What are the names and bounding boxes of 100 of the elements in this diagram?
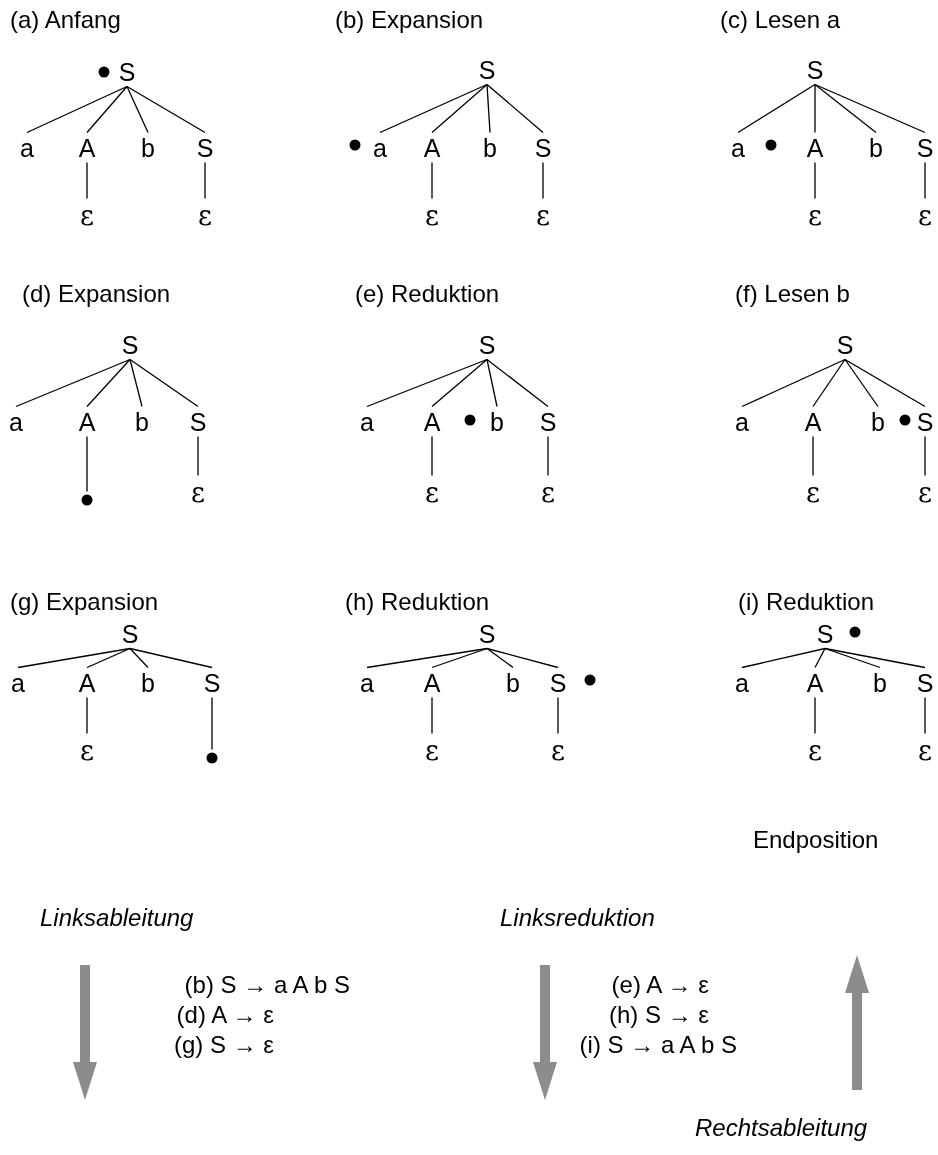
tree-node-symbol: ε bbox=[536, 201, 550, 229]
tree-node-symbol: A bbox=[423, 135, 441, 161]
tree-node-symbol: S bbox=[539, 409, 557, 435]
tree-branch-line bbox=[204, 161, 206, 200]
tree-branch-line bbox=[26, 85, 128, 134]
tree-branch-line bbox=[366, 647, 488, 669]
tree-node-symbol: A bbox=[78, 135, 96, 161]
tree-node-symbol: S bbox=[916, 670, 934, 696]
tree-branch-line bbox=[129, 647, 149, 669]
dot-marker bbox=[899, 414, 911, 426]
tree-branch-line bbox=[824, 647, 926, 669]
tree-branch-line bbox=[431, 161, 433, 200]
tree-node-symbol: b bbox=[869, 135, 883, 161]
tree-node-symbol: S bbox=[196, 135, 214, 161]
panel-title: (h) Reduktion bbox=[345, 590, 490, 614]
annotation: Endposition bbox=[753, 828, 879, 852]
tree-node-symbol: ε bbox=[198, 201, 212, 229]
tree-node-symbol: ε bbox=[551, 736, 565, 764]
tree-branch-line bbox=[126, 85, 149, 134]
tree-branch-line bbox=[814, 83, 816, 134]
tree-node-symbol: A bbox=[423, 409, 441, 435]
derivation-heading: Linksreduktion bbox=[500, 906, 655, 930]
tree-node-symbol: b bbox=[483, 135, 497, 161]
dot-marker bbox=[98, 66, 110, 78]
tree-node-symbol: b bbox=[506, 670, 520, 696]
tree-branch-line bbox=[17, 647, 131, 669]
tree-branch-line bbox=[844, 358, 926, 408]
panel-title: (b) Expansion bbox=[335, 8, 484, 32]
panel-title: (i) Reduktion bbox=[738, 590, 875, 614]
tree-branch-line bbox=[486, 647, 514, 669]
tree-branch-line bbox=[126, 85, 206, 134]
tree-node-symbol: S bbox=[916, 135, 934, 161]
derivation-heading: Linksableitung bbox=[40, 906, 194, 930]
tree-branch-line bbox=[844, 358, 879, 408]
tree-node-symbol: S bbox=[203, 670, 221, 696]
production-rule: (d) A → ε bbox=[176, 1003, 274, 1027]
tree-node-symbol: ε bbox=[80, 201, 94, 229]
tree-node-symbol: a bbox=[735, 670, 749, 696]
tree-node-symbol: a bbox=[731, 135, 745, 161]
production-rule: (b) S → a A b S bbox=[184, 973, 350, 997]
tree-branch-line bbox=[812, 358, 846, 408]
tree-node-symbol: S bbox=[916, 409, 934, 435]
tree-branch-line bbox=[86, 161, 88, 200]
tree-branch-line bbox=[486, 83, 544, 134]
tree-node-symbol: ε bbox=[425, 478, 439, 506]
tree-branch-line bbox=[431, 696, 433, 735]
production-rule: (i) S → a A b S bbox=[579, 1033, 737, 1057]
tree-node-symbol: S bbox=[189, 409, 207, 435]
tree-node-symbol: a bbox=[735, 409, 749, 435]
tree-node-symbol: ε bbox=[191, 478, 205, 506]
tree-branch-line bbox=[814, 696, 816, 735]
tree-node-symbol: ε bbox=[918, 478, 932, 506]
tree-branch-line bbox=[431, 647, 488, 669]
dot-marker bbox=[464, 414, 476, 426]
tree-branch-line bbox=[379, 83, 488, 134]
tree-node-symbol: b bbox=[873, 670, 887, 696]
tree-node-symbol: ε bbox=[918, 736, 932, 764]
tree-node-symbol: S bbox=[816, 621, 834, 647]
panel-title: (c) Lesen a bbox=[720, 8, 841, 32]
tree-branch-line bbox=[15, 358, 131, 408]
tree-node-symbol: ε bbox=[425, 736, 439, 764]
tree-branch-line bbox=[737, 83, 816, 134]
dot-marker bbox=[584, 674, 596, 686]
tree-branch-line bbox=[812, 435, 814, 477]
dot-marker bbox=[849, 626, 861, 638]
tree-node-symbol: a bbox=[20, 135, 34, 161]
tree-branch-line bbox=[814, 647, 826, 669]
tree-branch-line bbox=[486, 83, 491, 134]
tree-node-symbol: A bbox=[806, 670, 824, 696]
tree-node-symbol: S bbox=[478, 57, 496, 83]
tree-branch-line bbox=[814, 83, 877, 134]
tree-branch-line bbox=[129, 358, 199, 408]
dot-marker bbox=[349, 139, 361, 151]
tree-node-symbol: ε bbox=[808, 201, 822, 229]
tree-branch-line bbox=[86, 358, 131, 408]
tree-branch-line bbox=[431, 83, 488, 134]
tree-branch-line bbox=[366, 358, 488, 408]
tree-node-symbol: ε bbox=[808, 736, 822, 764]
tree-branch-line bbox=[486, 358, 498, 408]
tree-node-symbol: S bbox=[549, 670, 567, 696]
tree-node-symbol: a bbox=[360, 409, 374, 435]
tree-node-symbol: S bbox=[478, 332, 496, 358]
tree-branch-line bbox=[86, 85, 128, 134]
production-rule: (e) A → ε bbox=[611, 973, 709, 997]
tree-branch-line bbox=[814, 161, 816, 200]
dot-marker bbox=[81, 494, 93, 506]
tree-node-symbol: S bbox=[118, 59, 136, 85]
tree-node-symbol: S bbox=[478, 621, 496, 647]
tree-node-symbol: A bbox=[423, 670, 441, 696]
tree-branch-line bbox=[814, 83, 926, 134]
panel-title: (f) Lesen b bbox=[735, 282, 850, 306]
tree-node-symbol: A bbox=[804, 409, 822, 435]
production-rule: (g) S → ε bbox=[173, 1033, 274, 1057]
panel-title: (d) Expansion bbox=[22, 282, 171, 306]
tree-node-symbol: b bbox=[490, 409, 504, 435]
tree-node-symbol: S bbox=[121, 621, 139, 647]
panel-title: (a) Anfang bbox=[10, 8, 121, 32]
tree-node-symbol: b bbox=[141, 670, 155, 696]
dot-marker bbox=[206, 752, 218, 764]
tree-branch-line bbox=[542, 161, 544, 200]
